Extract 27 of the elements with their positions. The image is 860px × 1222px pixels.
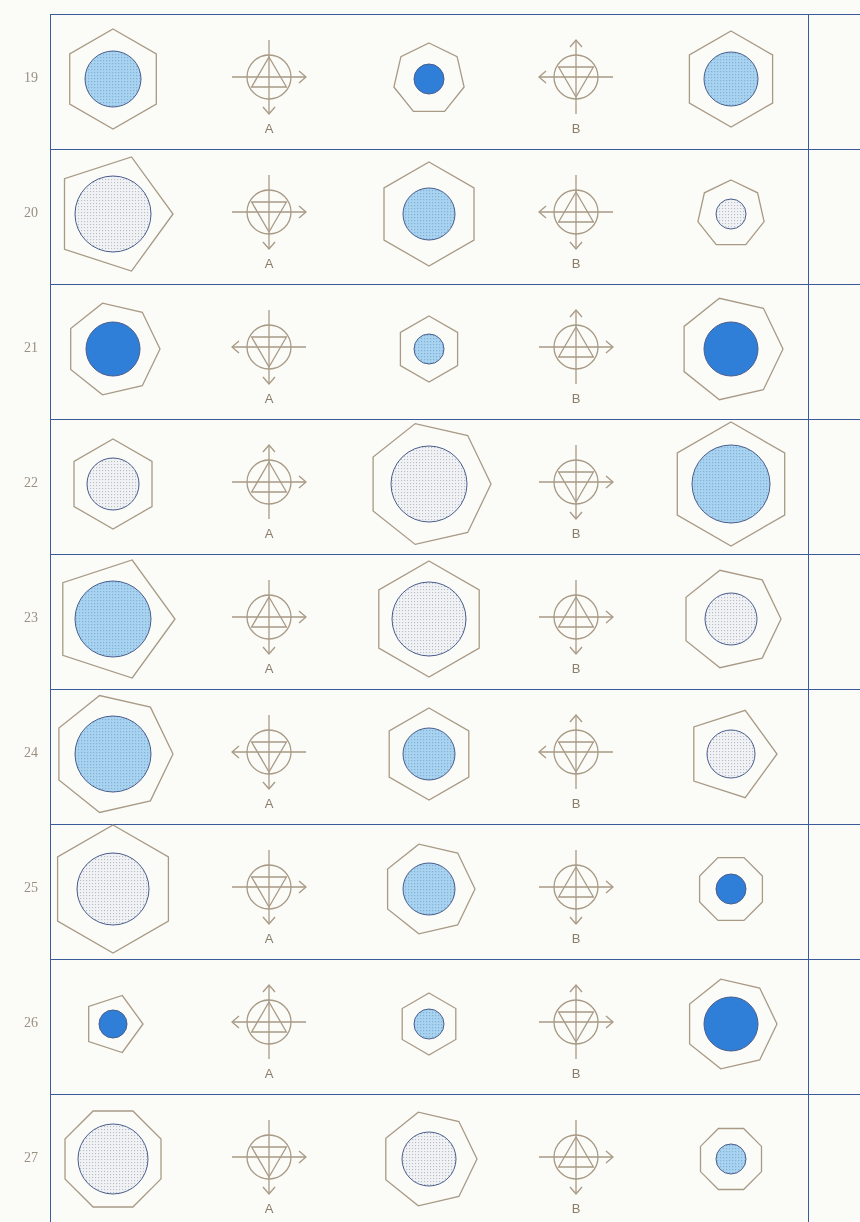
symbol-label: A bbox=[263, 256, 275, 272]
symbol-label: B bbox=[570, 391, 582, 407]
symbol-label: B bbox=[570, 1066, 582, 1082]
row-number: 20 bbox=[23, 204, 39, 222]
symbol-label: B bbox=[570, 256, 582, 272]
symbol-label: B bbox=[570, 661, 582, 677]
row-number: 27 bbox=[23, 1149, 39, 1167]
symbol-label: A bbox=[263, 796, 275, 812]
symbol-label: B bbox=[570, 931, 582, 947]
symbol-label: B bbox=[570, 526, 582, 542]
row-number: 26 bbox=[23, 1014, 39, 1032]
row-number: 22 bbox=[23, 474, 39, 492]
row-number: 25 bbox=[23, 879, 39, 897]
symbol-label: A bbox=[263, 661, 275, 677]
symbol-label: A bbox=[263, 121, 275, 137]
symbol-label: B bbox=[570, 1201, 582, 1217]
row-number: 24 bbox=[23, 744, 39, 762]
row-number: 21 bbox=[23, 339, 39, 357]
symbol-label: B bbox=[570, 796, 582, 812]
symbol-label: A bbox=[263, 391, 275, 407]
symbol-label: A bbox=[263, 1066, 275, 1082]
symbol-label: B bbox=[570, 121, 582, 137]
symbol-label: A bbox=[263, 526, 275, 542]
row-number: 23 bbox=[23, 609, 39, 627]
row-number: 19 bbox=[23, 69, 39, 87]
symbol-label: A bbox=[263, 931, 275, 947]
symbol-label: A bbox=[263, 1201, 275, 1217]
